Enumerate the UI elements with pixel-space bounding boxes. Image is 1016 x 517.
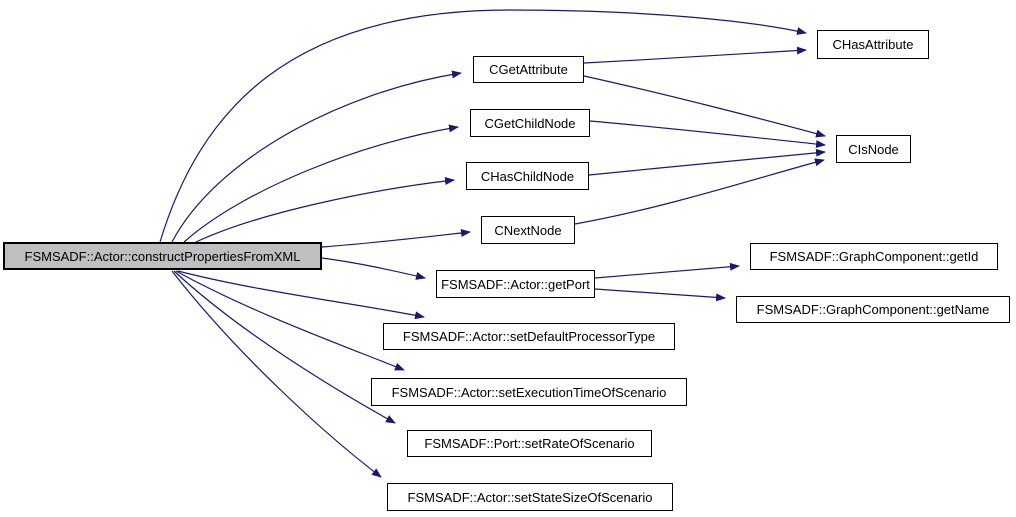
node-getport[interactable]: FSMSADF::Actor::getPort	[436, 270, 595, 298]
edge-cnextnode-to-cisnode	[574, 158, 825, 225]
edge-main-to-setexecutiontimeofscenario	[175, 270, 405, 371]
edge-main-to-getport	[321, 257, 426, 280]
node-cgetchildnode[interactable]: CGetChildNode	[470, 109, 590, 137]
edge-main-to-setdefaultprocessortype	[177, 270, 425, 320]
node-setdefaultprocessortype[interactable]: FSMSADF::Actor::setDefaultProcessorType	[383, 323, 675, 350]
node-chasattribute[interactable]: CHasAttribute	[817, 30, 929, 59]
node-setexecutiontimeofscenario[interactable]: FSMSADF::Actor::setExecutionTimeOfScenar…	[371, 378, 687, 406]
node-chaschildnode[interactable]: CHasChildNode	[466, 162, 589, 190]
edge-getport-to-getid	[594, 262, 740, 279]
node-cisnode[interactable]: CIsNode	[836, 135, 911, 163]
edge-cgetattribute-to-cisnode	[583, 75, 826, 138]
edge-chaschildnode-to-cisnode	[588, 148, 826, 176]
edge-main-to-cnextnode	[321, 229, 471, 248]
edge-main-to-cgetchildnode	[183, 124, 459, 243]
edge-cgetattribute-to-chasattribute	[583, 46, 807, 64]
edge-main-to-chasattribute	[159, 9, 807, 243]
node-setrateofscenario[interactable]: FSMSADF::Port::setRateOfScenario	[407, 430, 652, 457]
edge-main-to-cgetattribute	[171, 70, 462, 243]
edge-cgetchildnode-to-cisnode	[589, 120, 826, 149]
edge-main-to-setrateofscenario	[173, 270, 396, 424]
node-setstatesizeofscenario[interactable]: FSMSADF::Actor::setStateSizeOfScenario	[387, 483, 673, 511]
edge-getport-to-getname	[594, 288, 726, 302]
node-cgetattribute[interactable]: CGetAttribute	[473, 56, 584, 83]
node-getid[interactable]: FSMSADF::GraphComponent::getId	[750, 243, 998, 270]
edge-main-to-setstatesizeofscenario	[171, 270, 382, 478]
node-cnextnode[interactable]: CNextNode	[481, 216, 575, 244]
edge-main-to-chaschildnode	[195, 177, 455, 243]
node-getname[interactable]: FSMSADF::GraphComponent::getName	[736, 296, 1010, 323]
node-construct-properties-from-xml: FSMSADF::Actor::constructPropertiesFromX…	[3, 242, 322, 270]
